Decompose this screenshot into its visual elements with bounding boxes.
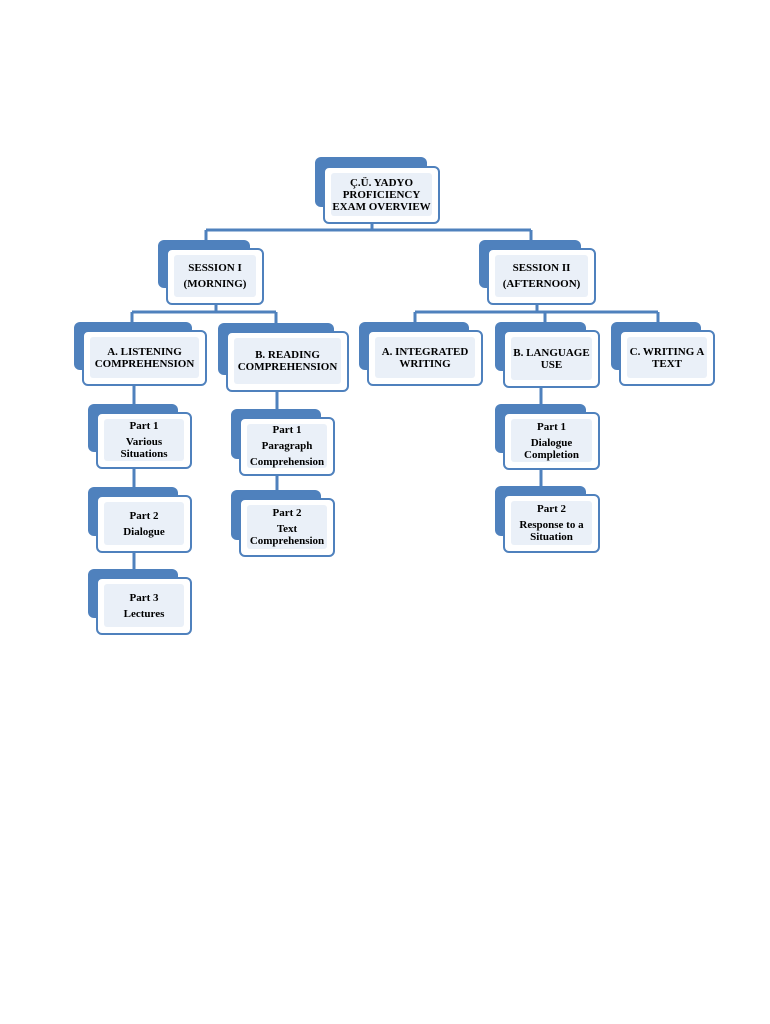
part-desc-1: Lectures [123, 607, 165, 620]
part-title: Part 3 [129, 591, 159, 604]
writing-text-line-1: C. WRITING A [629, 345, 705, 358]
part-title: Part 2 [272, 507, 302, 519]
reading-part-2-box: Part 2 Text Comprehension [239, 498, 335, 557]
listening-label: A. LISTENING COMPREHENSION [90, 337, 199, 378]
session-ii-box: SESSION II (AFTERNOON) [487, 248, 596, 305]
part-desc-1: Response to a [519, 519, 584, 531]
part-title: Part 1 [129, 420, 159, 432]
root-node: Ç.Ü. YADYO PROFICIENCY EXAM OVERVIEW [315, 157, 441, 225]
language-part-1-node: Part 1 Dialogue Completion [495, 404, 600, 470]
part-desc-1: Various [125, 436, 163, 448]
session-i-node: SESSION I (MORNING) [158, 240, 264, 305]
listening-node: A. LISTENING COMPREHENSION [74, 322, 207, 386]
language-part-1-box: Part 1 Dialogue Completion [503, 412, 600, 470]
reading-part-2-label: Part 2 Text Comprehension [247, 505, 327, 549]
connector-root-sessions [204, 222, 533, 245]
session-ii-label: SESSION II (AFTERNOON) [495, 255, 588, 297]
root-line-1: Ç.Ü. YADYO [349, 176, 414, 189]
reading-part-1-box: Part 1 Paragraph Comprehension [239, 417, 335, 476]
root-node-box: Ç.Ü. YADYO PROFICIENCY EXAM OVERVIEW [323, 166, 440, 224]
listening-line-1: A. LISTENING [107, 345, 182, 358]
reading-box: B. READING COMPREHENSION [226, 331, 349, 392]
session-i-label: SESSION I (MORNING) [174, 255, 256, 297]
listening-part-2-box: Part 2 Dialogue [96, 495, 192, 553]
listening-part-3-box: Part 3 Lectures [96, 577, 192, 635]
connector-session1-children [130, 300, 278, 326]
reading-label: B. READING COMPREHENSION [234, 338, 341, 384]
part-desc-2: Completion [524, 448, 579, 461]
writing-text-line-2: TEXT [652, 357, 682, 370]
reading-node: B. READING COMPREHENSION [218, 323, 349, 392]
root-node-label: Ç.Ü. YADYO PROFICIENCY EXAM OVERVIEW [331, 173, 432, 216]
part-title: Part 2 [129, 509, 159, 522]
language-use-label: B. LANGUAGE USE [511, 337, 592, 380]
listening-part-3-node: Part 3 Lectures [88, 569, 192, 635]
listening-box: A. LISTENING COMPREHENSION [82, 330, 207, 386]
language-part-1-label: Part 1 Dialogue Completion [511, 419, 592, 462]
session-ii-line-2: (AFTERNOON) [502, 278, 581, 290]
part-desc-2: Situations [120, 448, 168, 460]
language-use-line-1: B. LANGUAGE [513, 346, 590, 359]
session-ii-node: SESSION II (AFTERNOON) [479, 240, 596, 305]
language-part-2-label: Part 2 Response to a Situation [511, 501, 592, 545]
writing-text-label: C. WRITING A TEXT [627, 337, 707, 378]
part-title: Part 2 [536, 503, 566, 515]
session-ii-line-1: SESSION II [512, 262, 571, 274]
part-desc-2: Comprehension [249, 456, 325, 468]
listening-part-1-label: Part 1 Various Situations [104, 419, 184, 461]
listening-part-1-box: Part 1 Various Situations [96, 412, 192, 469]
reading-part-1-node: Part 1 Paragraph Comprehension [231, 409, 335, 476]
language-use-node: B. LANGUAGE USE [495, 322, 600, 388]
integrated-writing-label: A. INTEGRATED WRITING [375, 337, 475, 378]
language-part-2-box: Part 2 Response to a Situation [503, 494, 600, 553]
language-use-box: B. LANGUAGE USE [503, 330, 600, 388]
integrated-writing-node: A. INTEGRATED WRITING [359, 322, 483, 386]
part-desc-1: Text [276, 523, 298, 535]
part-title: Part 1 [536, 420, 566, 433]
session-i-line-2: (MORNING) [183, 278, 247, 290]
writing-text-node: C. WRITING A TEXT [611, 322, 715, 386]
session-i-box: SESSION I (MORNING) [166, 248, 264, 305]
reading-part-1-label: Part 1 Paragraph Comprehension [247, 424, 327, 468]
root-line-2: PROFICIENCY [342, 188, 421, 201]
listening-part-3-label: Part 3 Lectures [104, 584, 184, 627]
reading-part-2-node: Part 2 Text Comprehension [231, 490, 335, 557]
listening-part-2-label: Part 2 Dialogue [104, 502, 184, 545]
integrated-writing-line-2: WRITING [399, 357, 451, 370]
listening-part-2-node: Part 2 Dialogue [88, 487, 192, 553]
part-desc-2: Situation [530, 531, 573, 543]
root-line-3: EXAM OVERVIEW [332, 200, 431, 213]
part-desc-1: Dialogue [123, 525, 165, 538]
part-desc-2: Comprehension [249, 535, 325, 547]
writing-text-box: C. WRITING A TEXT [619, 330, 715, 386]
language-use-line-2: USE [540, 358, 563, 371]
reading-line-2: COMPREHENSION [237, 361, 338, 373]
connector-session2-children [413, 300, 660, 326]
integrated-writing-line-1: A. INTEGRATED [381, 345, 469, 358]
part-desc-1: Paragraph [261, 440, 313, 452]
listening-part-1-node: Part 1 Various Situations [88, 404, 192, 469]
part-desc-1: Dialogue [530, 436, 573, 449]
integrated-writing-box: A. INTEGRATED WRITING [367, 330, 483, 386]
listening-line-2: COMPREHENSION [94, 357, 195, 370]
session-i-line-1: SESSION I [188, 262, 242, 274]
part-title: Part 1 [272, 424, 302, 436]
language-part-2-node: Part 2 Response to a Situation [495, 486, 600, 553]
reading-line-1: B. READING [255, 349, 320, 361]
